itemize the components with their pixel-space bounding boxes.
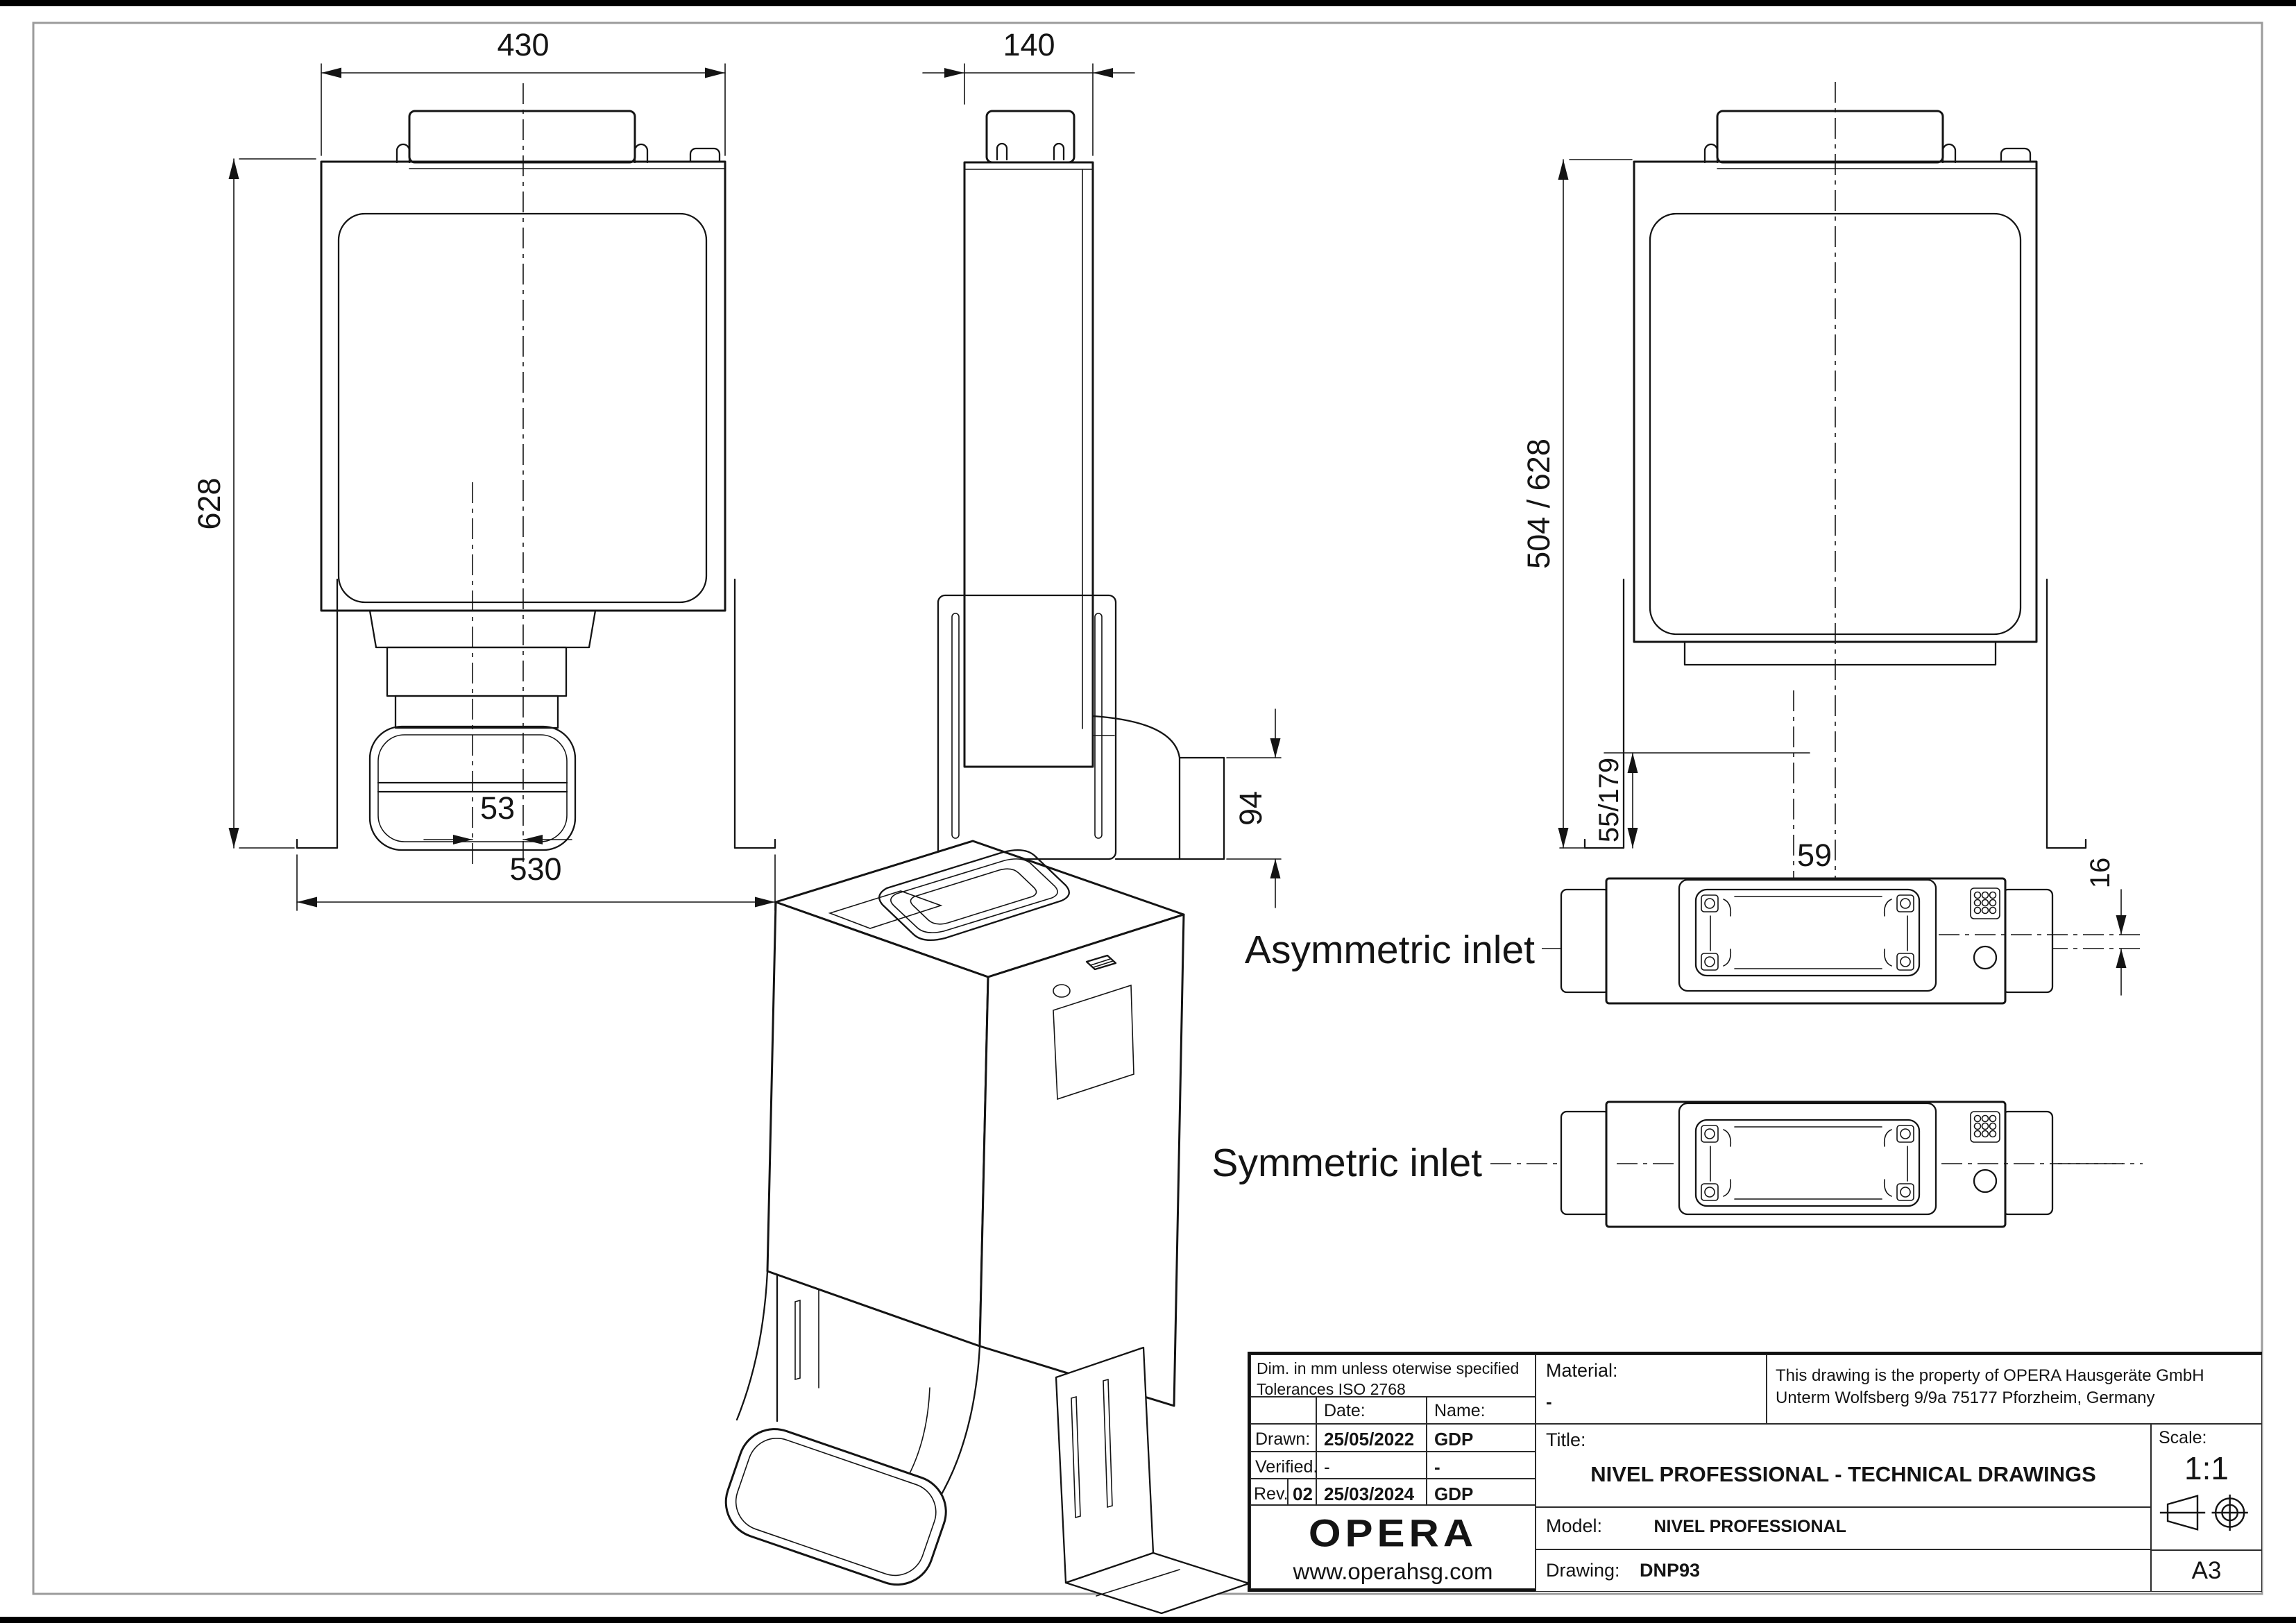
title-label: Title: <box>1546 1429 1586 1450</box>
header-empty-cell <box>1250 1397 1316 1424</box>
rev-date: 25/03/2024 <box>1324 1484 1415 1504</box>
drawn-label-cell: Drawn: <box>1250 1424 1316 1452</box>
drawn-label: Drawn: <box>1255 1429 1311 1449</box>
drawing-value: DNP93 <box>1640 1560 1701 1581</box>
rear-dim-offset: 59 <box>1797 838 1832 873</box>
scale-value: 1:1 <box>2184 1450 2229 1486</box>
model-label: Model: <box>1546 1515 1603 1536</box>
scale-cell: Scale: 1:1 <box>2151 1424 2262 1550</box>
rev-date-cell: 25/03/2024 <box>1316 1479 1427 1505</box>
title-cell: Title: NIVEL PROFESSIONAL - TECHNICAL DR… <box>1536 1424 2151 1507</box>
tolerances-line2: Tolerances ISO 2768 <box>1257 1380 1406 1399</box>
date-header: Date: <box>1324 1401 1366 1420</box>
paper-size: A3 <box>2191 1557 2222 1584</box>
tolerances-line1: Dim. in mm unless oterwise specified <box>1257 1359 1520 1377</box>
rev-name: GDP <box>1434 1484 1474 1504</box>
rev-number: 02 <box>1293 1484 1313 1504</box>
verified-label: Verified.: <box>1255 1457 1323 1477</box>
rev-number-cell: 02 <box>1288 1479 1316 1505</box>
symmetric-inlet-view: Symmetric inlet <box>1211 1101 2143 1228</box>
front-dim-width-bottom: 530 <box>509 851 561 887</box>
page-bottom-border <box>0 1617 2296 1623</box>
logo-cell: OPERA www.operahsg.com <box>1250 1505 1536 1589</box>
asymmetric-inlet-view: 16 Asymmetric inlet <box>1245 858 2145 1005</box>
date-header-cell: Date: <box>1316 1397 1427 1424</box>
material-value: - <box>1546 1391 1552 1412</box>
title-value: NIVEL PROFESSIONAL - TECHNICAL DRAWINGS <box>1590 1461 2096 1486</box>
title-block: Dim. in mm unless oterwise specified Tol… <box>1248 1352 2262 1592</box>
name-header-cell: Name: <box>1427 1397 1536 1424</box>
drawn-date-cell: 25/05/2022 <box>1316 1424 1427 1452</box>
front-dim-width-top: 430 <box>497 27 549 62</box>
symmetric-inlet-label: Symmetric inlet <box>1211 1141 1482 1185</box>
material-label: Material: <box>1546 1360 1618 1381</box>
rear-dim-bracket: 55/179 <box>1594 758 1624 842</box>
tolerances-cell: Dim. in mm unless oterwise specified Tol… <box>1250 1354 1536 1399</box>
front-dim-height: 628 <box>192 477 227 529</box>
model-value: NIVEL PROFESSIONAL <box>1653 1517 1846 1536</box>
drawn-name-cell: GDP <box>1427 1424 1536 1452</box>
projection-symbol-icon <box>2159 1494 2248 1531</box>
rev-name-cell: GDP <box>1427 1479 1536 1505</box>
drawing-label: Drawing: <box>1546 1560 1620 1581</box>
rev-label-cell: Rev.: <box>1250 1479 1293 1505</box>
property-cell: This drawing is the property of OPERA Ha… <box>1767 1354 2262 1424</box>
paper-size-cell: A3 <box>2151 1550 2262 1592</box>
verified-name-cell: - <box>1427 1452 1536 1479</box>
property-line1: This drawing is the property of OPERA Ha… <box>1776 1366 2204 1385</box>
verified-date: - <box>1324 1456 1330 1477</box>
model-cell: Model: NIVEL PROFESSIONAL <box>1536 1507 2151 1549</box>
side-view: 140 94 <box>922 27 1282 908</box>
verified-label-cell: Verified.: <box>1250 1452 1323 1479</box>
drawn-name: GDP <box>1434 1429 1474 1450</box>
front-dim-offset: 53 <box>480 790 515 826</box>
rear-view: 504 / 628 55/179 59 <box>1521 82 2087 910</box>
property-line2: Unterm Wolfsberg 9/9a 75177 Pforzheim, G… <box>1776 1388 2155 1407</box>
verified-date-cell: - <box>1316 1452 1427 1479</box>
opera-url: www.operahsg.com <box>1293 1558 1493 1584</box>
page-top-border <box>0 0 2296 6</box>
material-cell: Material: - <box>1536 1354 1767 1424</box>
front-view: 430 628 53 <box>192 27 776 911</box>
rear-dim-height: 504 / 628 <box>1521 439 1556 569</box>
verified-name: - <box>1434 1456 1440 1477</box>
isometric-view <box>724 840 1250 1615</box>
side-dim-width: 140 <box>1003 27 1055 62</box>
rev-label: Rev.: <box>1254 1484 1293 1504</box>
asymmetric-inlet-label: Asymmetric inlet <box>1245 928 1535 972</box>
inlet-dim-offset: 16 <box>2085 858 2116 889</box>
opera-logo: OPERA <box>1308 1511 1478 1555</box>
scale-label: Scale: <box>2159 1428 2207 1447</box>
name-header: Name: <box>1434 1401 1486 1420</box>
drawing-cell: Drawing: DNP93 <box>1536 1549 2151 1592</box>
side-dim-outlet-height: 94 <box>1233 791 1268 826</box>
drawn-date: 25/05/2022 <box>1324 1429 1415 1450</box>
